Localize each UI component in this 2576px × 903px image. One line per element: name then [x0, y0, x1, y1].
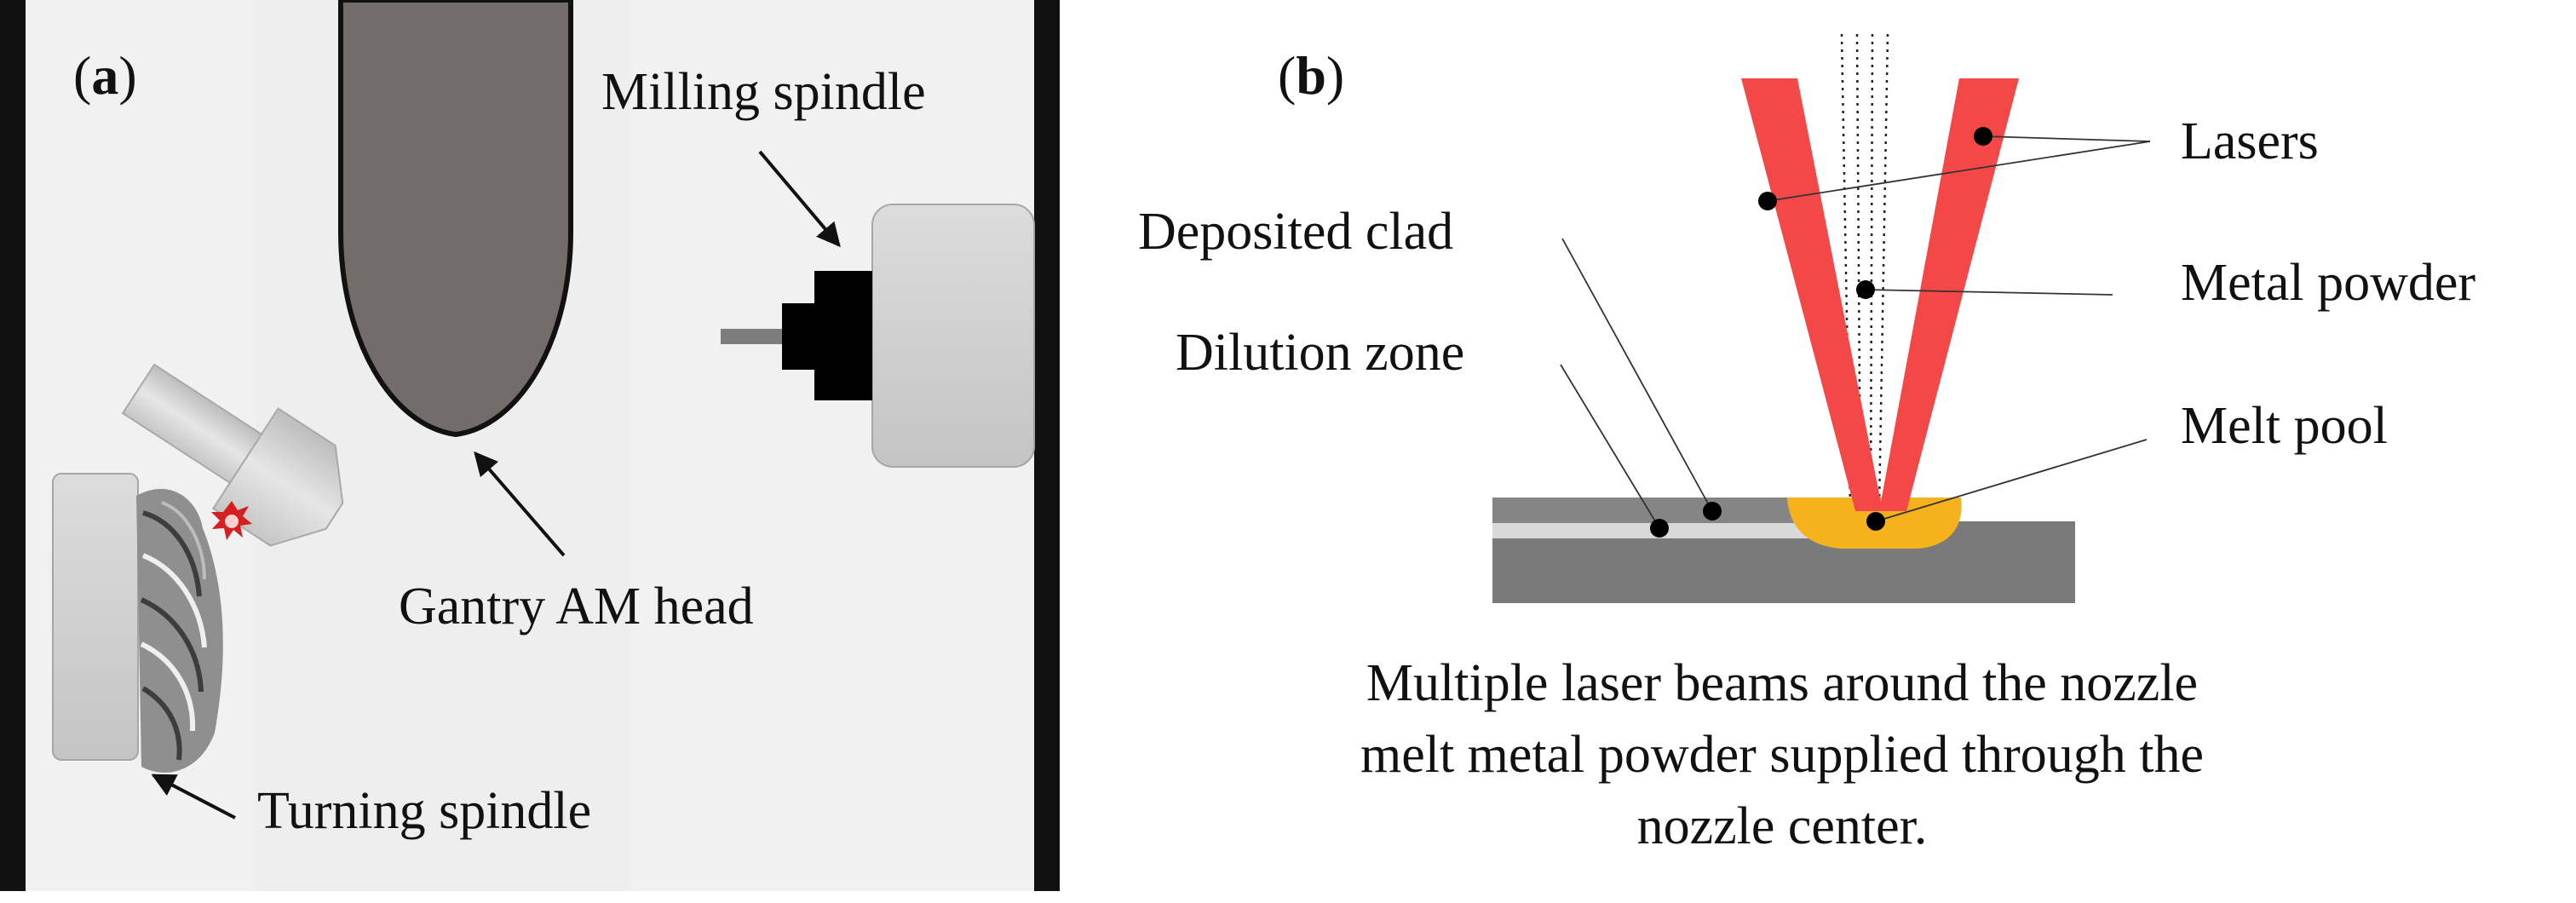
caption-line-2: melt metal powder supplied through the — [1360, 726, 2204, 784]
laser-beam-right — [1879, 78, 2019, 511]
turning-spindle-arrow — [151, 774, 236, 820]
laser-spark-core — [225, 515, 239, 528]
metal-powder-label: Metal powder — [2181, 254, 2475, 312]
milling-spindle-housing — [871, 204, 1035, 468]
panel-a: (a) Milling spindle G — [0, 0, 1060, 891]
caption-line-1: Multiple laser beams around the nozzle — [1366, 654, 2198, 712]
turning-spindle-label: Turning spindle — [257, 782, 591, 840]
impeller-workpiece — [136, 488, 223, 773]
dilution-zone-dot — [1650, 519, 1669, 538]
milling-cutter-tool — [721, 329, 782, 344]
lasers-dot-right — [1974, 127, 1992, 146]
panel-b-letter: (b) — [1278, 45, 1344, 106]
panel-a-letter: (a) — [73, 45, 137, 106]
lasers-label: Lasers — [2181, 112, 2319, 170]
deposited-clad-label: Deposited clad — [1138, 203, 1453, 261]
deposited-clad-dot — [1703, 502, 1722, 521]
milling-tool-holder — [814, 271, 872, 400]
milling-spindle-arrow — [758, 150, 841, 248]
gantry-am-head-arrow — [474, 451, 566, 557]
dilution-zone-label: Dilution zone — [1176, 324, 1464, 382]
gantry-am-head — [338, 0, 573, 438]
laser-beam-left — [1741, 78, 1883, 511]
caption-line-3: nozzle center. — [1637, 797, 1928, 855]
metal-powder-stream — [1840, 33, 1889, 508]
lasers-dot-left — [1758, 192, 1777, 210]
gantry-am-head-label: Gantry AM head — [399, 578, 754, 636]
leader-lines — [1560, 135, 2151, 529]
deposited-clad-layer — [1492, 498, 1809, 523]
panel-b: (b) — [1138, 33, 2475, 855]
melt-pool-dot — [1866, 512, 1885, 531]
panel-b-caption: Multiple laser beams around the nozzle m… — [1360, 654, 2204, 855]
turning-spindle-housing — [52, 473, 139, 761]
melt-pool-label: Melt pool — [2181, 397, 2388, 455]
right-frame-bar — [1034, 0, 1060, 891]
metal-powder-dot — [1856, 280, 1875, 299]
milling-collet — [782, 303, 814, 370]
milling-spindle-label: Milling spindle — [601, 63, 926, 121]
left-frame-bar — [0, 0, 26, 891]
